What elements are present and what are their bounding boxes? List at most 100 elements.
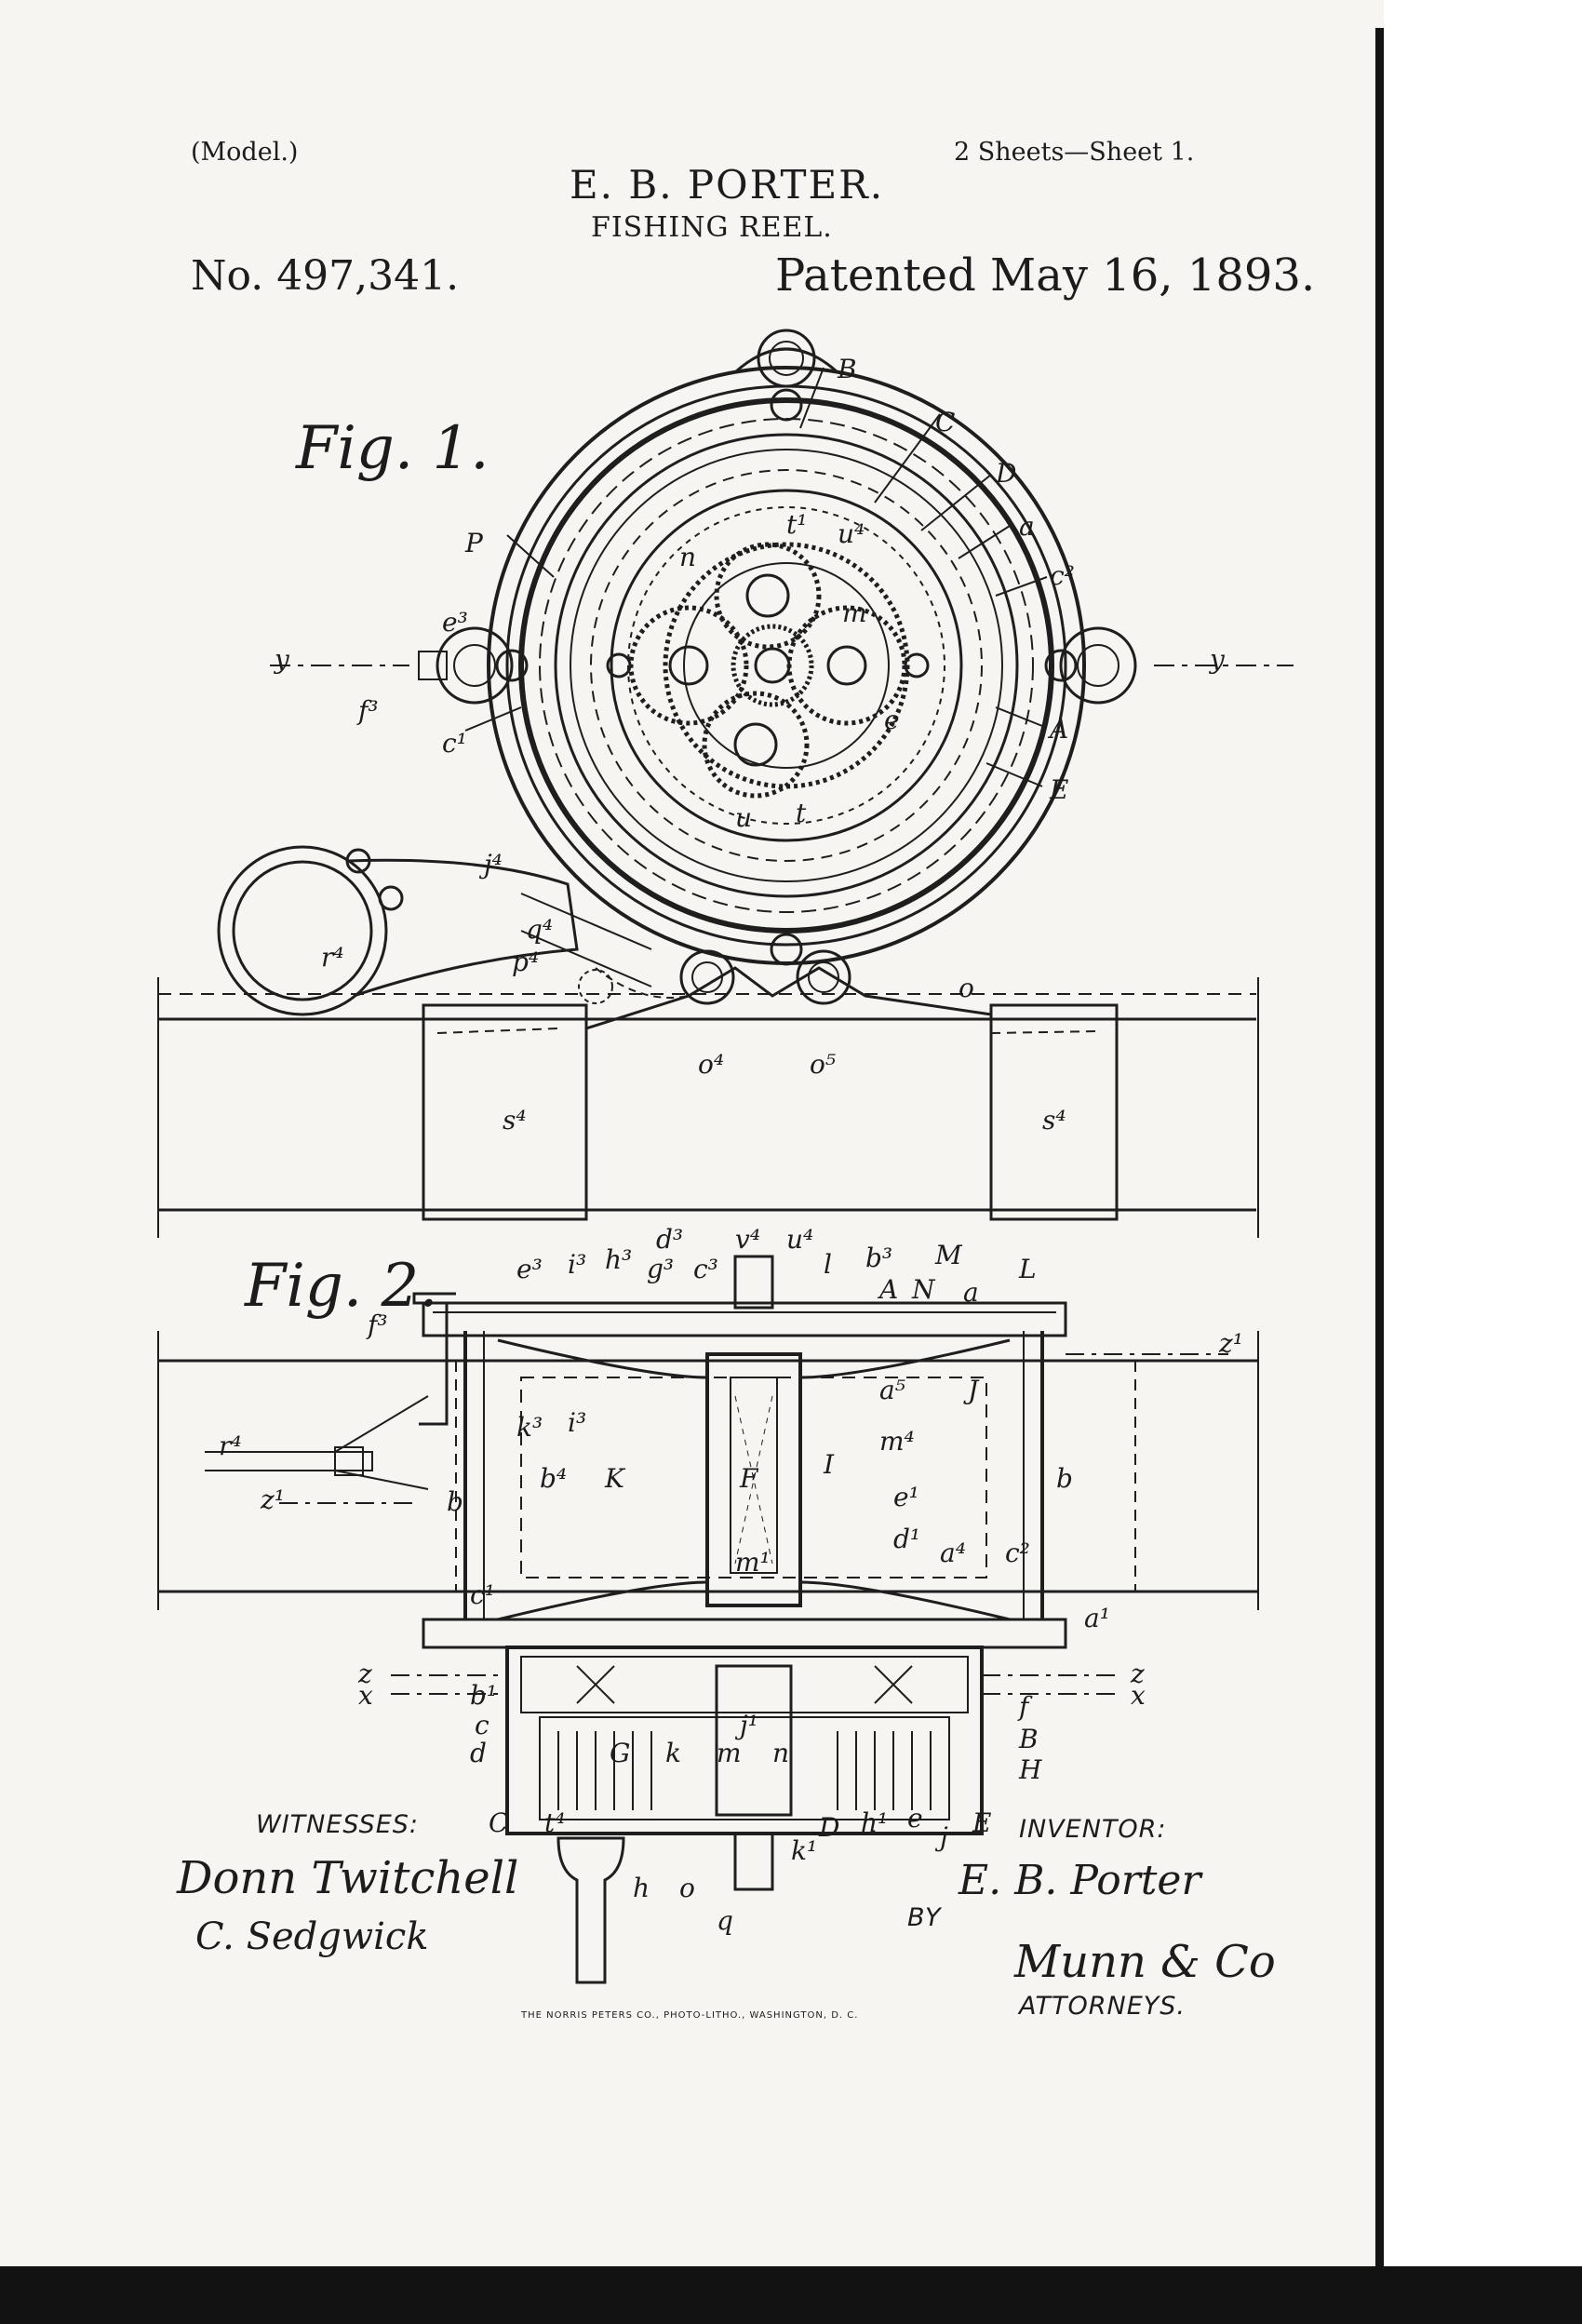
ref-label: d	[470, 1738, 487, 1768]
ref-label: m	[717, 1738, 742, 1768]
ref-label: t⁴	[544, 1807, 566, 1838]
ref-label: a¹	[1084, 1603, 1110, 1633]
ref-label: C	[935, 407, 956, 437]
witness-2-signature: C. Sedgwick	[195, 1915, 429, 1958]
ref-label: K	[605, 1463, 624, 1494]
ref-label: M	[935, 1240, 962, 1270]
sheet-count: 2 Sheets—Sheet 1.	[954, 138, 1195, 167]
ref-label: e¹	[893, 1482, 919, 1512]
ref-label: j⁴	[484, 849, 503, 880]
ref-label: B	[1019, 1724, 1039, 1754]
fig2-drawing	[157, 1255, 1259, 1984]
ref-label: e³	[442, 607, 468, 638]
ref-label: I	[824, 1449, 835, 1480]
ref-label: q	[717, 1905, 733, 1936]
attorney-signature: Munn & Co	[1014, 1936, 1276, 1988]
ref-label: E	[972, 1807, 992, 1838]
scan-margin	[1384, 0, 1582, 2324]
ref-label: N	[912, 1274, 935, 1305]
ref-label: F	[740, 1463, 758, 1494]
ref-label: d³	[656, 1224, 684, 1255]
patent-number: No. 497,341.	[191, 252, 460, 300]
fig1-title: Fig. 1.	[296, 414, 489, 483]
ref-label: o	[679, 1873, 695, 1903]
ref-label: e³	[516, 1254, 543, 1284]
ref-label: k	[665, 1738, 681, 1768]
fig1-drawing	[157, 329, 1294, 1238]
ref-label: d¹	[893, 1524, 921, 1554]
ref-label: a	[1019, 511, 1035, 542]
ref-label: i³	[568, 1407, 587, 1438]
ref-label: H	[1019, 1754, 1042, 1785]
ref-label: f	[1019, 1691, 1029, 1722]
model-note: (Model.)	[191, 138, 299, 167]
ref-label: J	[968, 1375, 979, 1405]
ref-label: u⁴	[786, 1224, 814, 1255]
inventor-label: INVENTOR:	[1019, 1815, 1167, 1844]
ref-label: z¹	[1219, 1328, 1243, 1359]
ref-label: E	[1050, 774, 1069, 805]
ref-label: e	[884, 705, 900, 735]
scan-edge-bottom	[0, 2266, 1582, 2324]
ref-label: D	[996, 458, 1017, 489]
invention-title: FISHING REEL.	[591, 211, 833, 244]
ref-label: u⁴	[838, 518, 865, 549]
ref-label: v⁴	[735, 1224, 761, 1255]
ref-label: z	[1131, 1659, 1145, 1689]
ref-label: o	[959, 973, 974, 1003]
ref-label: A	[879, 1274, 899, 1305]
ref-label: x	[358, 1680, 373, 1711]
ref-label: g³	[647, 1254, 675, 1284]
ref-label: C	[489, 1807, 509, 1838]
ref-label: k³	[516, 1412, 543, 1443]
ref-label: c¹	[442, 728, 467, 759]
scan-edge-right	[1375, 28, 1384, 2266]
ref-label: b¹	[470, 1680, 498, 1711]
ref-label: t¹	[786, 509, 808, 540]
ref-label: b⁴	[540, 1463, 568, 1494]
ref-label: q⁴	[526, 914, 554, 945]
ref-label: L	[1019, 1254, 1037, 1284]
ref-label: z	[358, 1659, 372, 1689]
ref-label: A	[1050, 714, 1069, 745]
ref-label: a⁴	[940, 1538, 966, 1568]
witnesses-label: WITNESSES:	[256, 1810, 420, 1839]
ref-label: D	[819, 1812, 840, 1843]
ref-label: m¹	[735, 1547, 771, 1578]
ref-label: s⁴	[503, 1105, 527, 1135]
ref-label: h	[633, 1873, 650, 1903]
by-label: BY	[907, 1903, 942, 1932]
ref-label: h³	[605, 1244, 633, 1275]
ref-label: n	[772, 1738, 790, 1768]
printer-credit: THE NORRIS PETERS CO., PHOTO-LITHO., WAS…	[521, 2010, 859, 2021]
ref-label: a⁵	[879, 1375, 905, 1405]
ref-label: B	[838, 354, 857, 384]
ref-label: m⁴	[879, 1426, 915, 1457]
ref-label: t	[796, 798, 807, 828]
patent-date: Patented May 16, 1893.	[775, 249, 1316, 302]
ref-label: e	[907, 1803, 923, 1834]
witness-1-signature: Donn Twitchell	[177, 1852, 519, 1904]
ref-label: c³	[693, 1254, 718, 1284]
ref-label: f³	[368, 1310, 388, 1340]
ref-label: c	[475, 1710, 489, 1740]
ref-label: z¹	[261, 1484, 285, 1515]
ref-label: s⁴	[1042, 1105, 1066, 1135]
ref-label: j	[940, 1821, 948, 1852]
inventor-name: E. B. PORTER.	[570, 162, 885, 208]
ref-label: f³	[358, 695, 379, 726]
ref-label: u	[735, 802, 753, 833]
ref-label: r⁴	[219, 1431, 242, 1461]
fig2-title: Fig. 2.	[245, 1252, 438, 1321]
ref-label: b	[447, 1486, 463, 1517]
ref-label: y	[275, 644, 289, 675]
ref-label: a	[963, 1277, 979, 1308]
ref-label: r⁴	[321, 942, 344, 973]
ref-label: k¹	[791, 1835, 818, 1866]
ref-label: p⁴	[512, 947, 540, 977]
attorneys-label: ATTORNEYS.	[1019, 1992, 1186, 2021]
ref-label: j¹	[740, 1710, 758, 1740]
ref-label: b	[1056, 1463, 1073, 1494]
